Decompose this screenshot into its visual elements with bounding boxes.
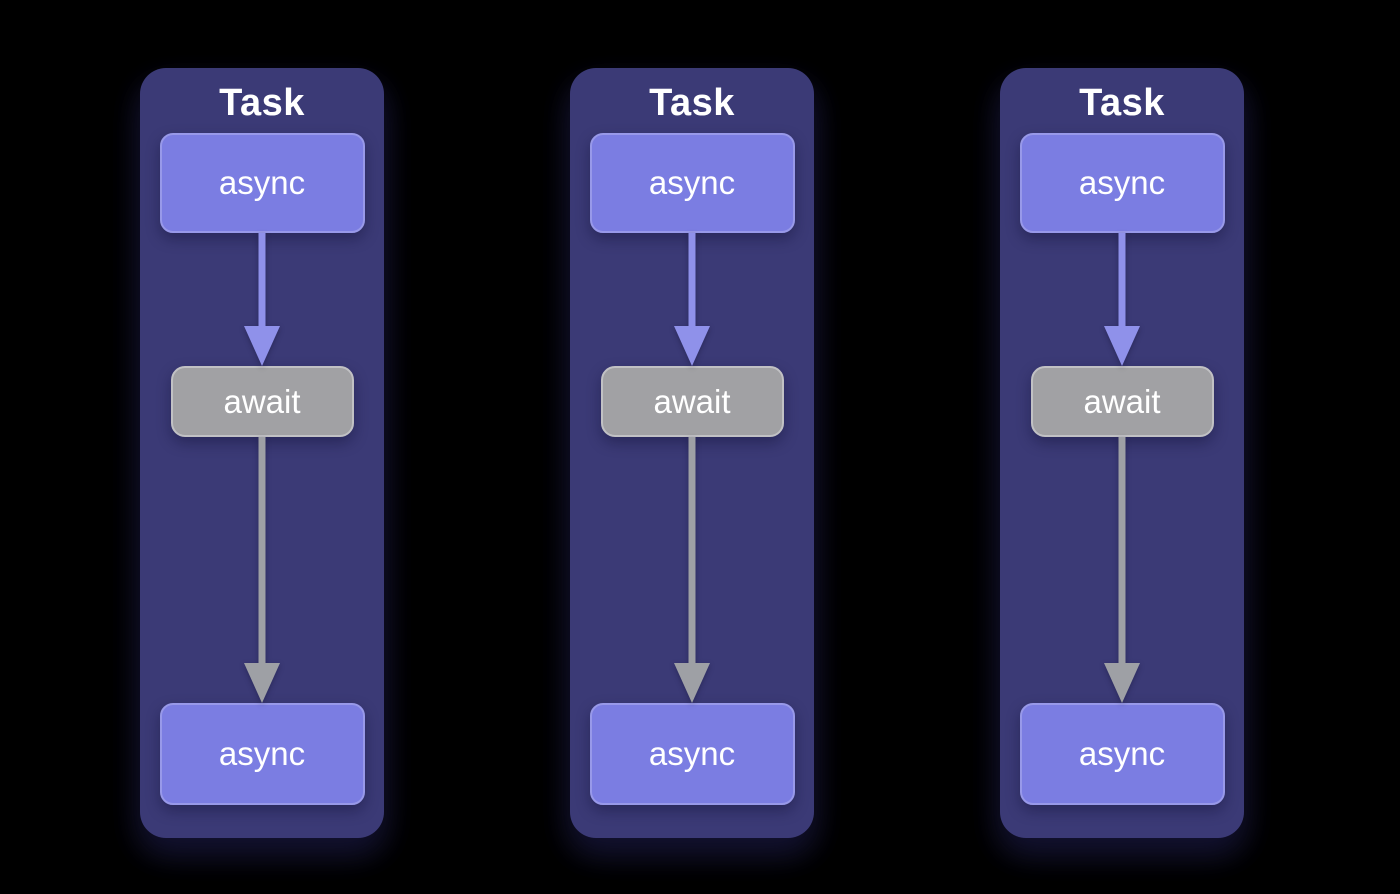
await-node: await	[600, 366, 784, 437]
down-arrow-icon	[242, 437, 282, 703]
down-arrow-icon	[672, 233, 712, 366]
async-node-top: async	[589, 133, 795, 233]
down-arrow-icon	[242, 233, 282, 366]
await-node: await	[1030, 366, 1214, 437]
down-arrow-icon	[1102, 233, 1142, 366]
async-node-bottom: async	[589, 703, 795, 805]
task-title: Task	[649, 82, 735, 124]
down-arrow-icon	[1102, 437, 1142, 703]
task-panel: Task async await async	[570, 68, 814, 838]
async-node-top: async	[1019, 133, 1225, 233]
async-node-bottom: async	[1019, 703, 1225, 805]
async-node-top: async	[159, 133, 365, 233]
task-title: Task	[219, 82, 305, 124]
down-arrow-icon	[672, 437, 712, 703]
task-panel: Task async await async	[140, 68, 384, 838]
await-node: await	[170, 366, 354, 437]
task-title: Task	[1079, 82, 1165, 124]
task-panel: Task async await async	[1000, 68, 1244, 838]
async-node-bottom: async	[159, 703, 365, 805]
